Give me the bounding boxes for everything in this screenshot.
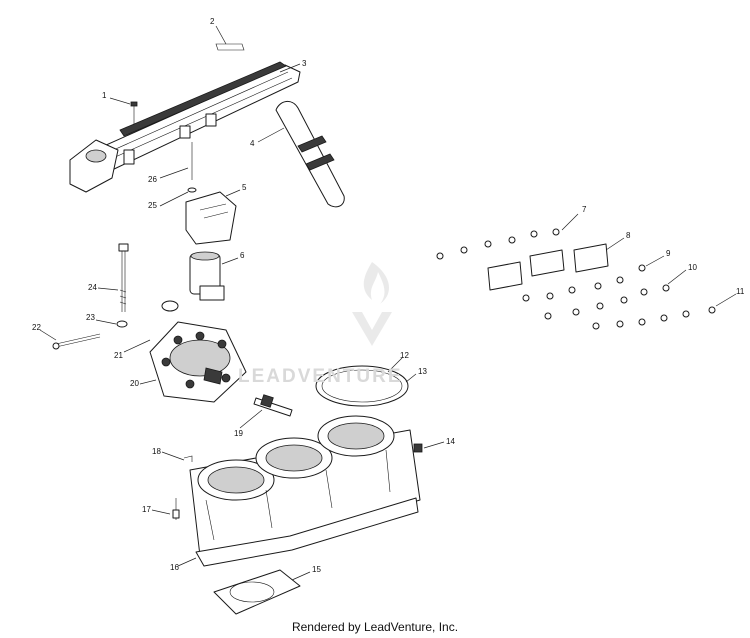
callout-8: 8 xyxy=(626,231,631,240)
footer-credit: Rendered by LeadVenture, Inc. xyxy=(291,620,459,634)
callout-2: 2 xyxy=(210,17,215,26)
callout-24: 24 xyxy=(88,283,97,292)
callout-7: 7 xyxy=(582,205,587,214)
callout-22: 22 xyxy=(32,323,41,332)
callout-1: 1 xyxy=(102,91,107,100)
part-12-13-gasket xyxy=(315,365,409,407)
part-19-spark-plug xyxy=(253,394,293,417)
callout-17: 17 xyxy=(142,505,151,514)
callout-leaders xyxy=(39,25,737,581)
part-17-fitting xyxy=(172,498,180,520)
callout-26: 26 xyxy=(148,175,157,184)
callout-14: 14 xyxy=(446,437,455,446)
part-23-washer xyxy=(116,320,128,328)
callout-labels: 1 2 3 4 5 6 7 8 9 10 11 12 13 14 15 16 1… xyxy=(32,17,745,574)
part-15-base-gasket xyxy=(213,569,301,615)
part-20-cylinder-head xyxy=(149,321,247,403)
part-2-gasket xyxy=(215,43,245,51)
part-5-bracket xyxy=(185,191,237,245)
callout-12: 12 xyxy=(400,351,409,360)
callout-3: 3 xyxy=(302,59,307,68)
callout-21: 21 xyxy=(114,351,123,360)
part-1-screw xyxy=(130,101,138,124)
callout-18: 18 xyxy=(152,447,161,456)
callout-16: 16 xyxy=(170,563,179,572)
part-26-bolt xyxy=(187,142,197,193)
callout-9: 9 xyxy=(666,249,671,258)
part-6-coil xyxy=(189,251,225,301)
callout-10: 10 xyxy=(688,263,697,272)
callout-4: 4 xyxy=(250,139,255,148)
part-21-plate xyxy=(161,300,179,312)
callout-20: 20 xyxy=(130,379,139,388)
part-24-stud xyxy=(118,243,129,312)
watermark-text: LEADVENTURE xyxy=(238,366,403,387)
hardware-cluster xyxy=(436,228,716,330)
callout-13: 13 xyxy=(418,367,427,376)
callout-11: 11 xyxy=(736,287,745,296)
callout-25: 25 xyxy=(148,201,157,210)
part-22-pin xyxy=(52,333,101,350)
part-3-rail xyxy=(69,61,301,193)
part-4-hose xyxy=(275,101,345,208)
callout-15: 15 xyxy=(312,565,321,574)
watermark-logo xyxy=(352,262,392,346)
callout-6: 6 xyxy=(240,251,245,260)
callout-23: 23 xyxy=(86,313,95,322)
part-16-cylinder-block xyxy=(189,415,421,567)
part-14-nut xyxy=(413,443,423,453)
callout-5: 5 xyxy=(242,183,247,192)
callout-19: 19 xyxy=(234,429,243,438)
part-18-fitting xyxy=(183,455,193,462)
